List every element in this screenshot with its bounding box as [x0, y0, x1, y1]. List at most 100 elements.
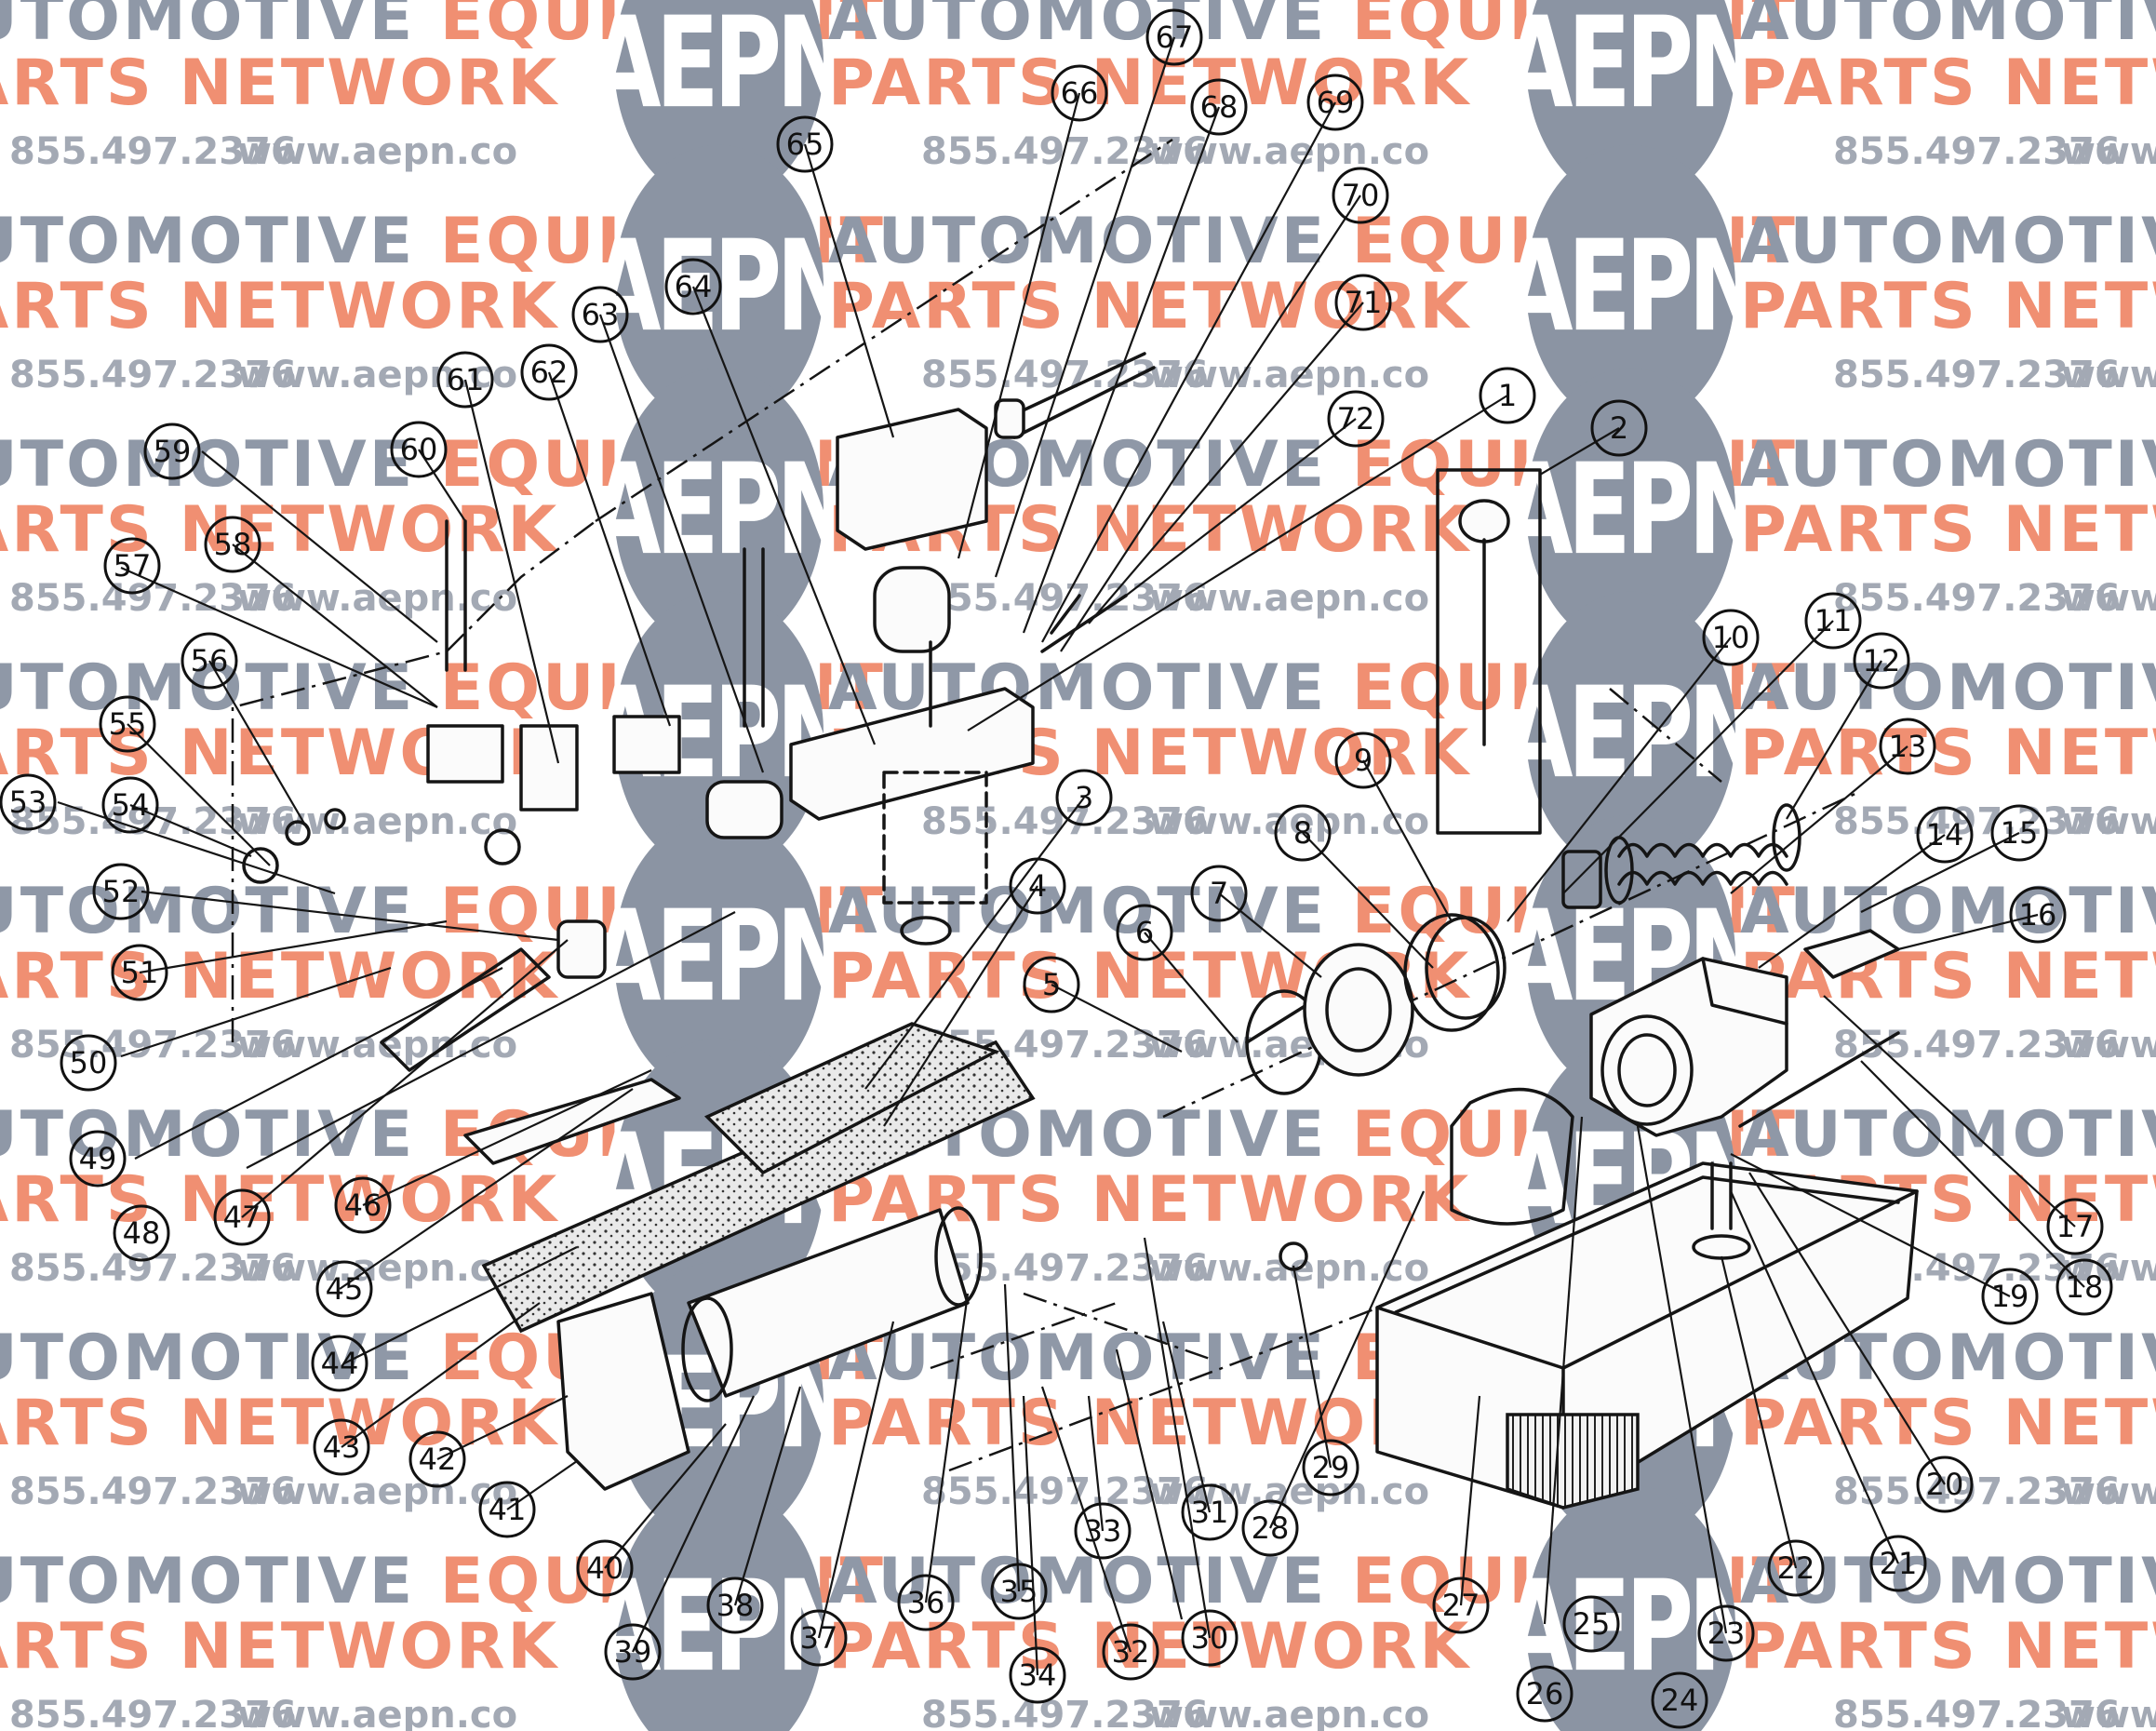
callout-number: 65 [786, 127, 824, 162]
watermark-parts-network: PARTS NETWORK [1740, 1610, 2156, 1684]
watermark-phone: 855.497.2376 [1833, 577, 2121, 620]
callout-circle [520, 343, 578, 401]
callout-circle [776, 115, 834, 173]
callout-number: 31 [1191, 1495, 1229, 1530]
callout-number: 10 [1712, 620, 1750, 655]
callout-circle [1241, 1499, 1299, 1557]
watermark-automotive: AUTOMOTIVE [828, 1322, 1328, 1395]
callout-circle [1102, 1623, 1159, 1681]
watermark-automotive: AUTOMOTIVE [0, 428, 416, 502]
callout-68: 68 [1190, 78, 1248, 136]
callout-number: 11 [1815, 603, 1853, 638]
callout-number: 3 [1075, 780, 1093, 815]
callout-number: 37 [800, 1620, 838, 1656]
callout-28: 28 [1241, 1499, 1299, 1557]
watermark-phone: 855.497.2376 [9, 1694, 297, 1731]
callout-number: 15 [2001, 815, 2039, 851]
callout-circle [664, 258, 722, 315]
callout-61: 61 [436, 351, 494, 409]
callout-number: 64 [675, 269, 713, 304]
callout-number: 42 [419, 1442, 457, 1477]
callout-circle [1869, 1535, 1927, 1592]
callout-39: 39 [604, 1623, 662, 1681]
watermark-parts-network: PARTS NETWORK [0, 1610, 560, 1684]
callout-number: 38 [716, 1588, 755, 1623]
callout-circle [1116, 904, 1173, 961]
callout-67: 67 [1145, 8, 1203, 66]
callout-circle [1916, 1456, 1974, 1513]
watermark-automotive: AUTOMOTIVE [1740, 1545, 2156, 1618]
watermark-title: AUTOMOTIVE EQUIPMENT [1740, 205, 2156, 278]
watermark-phone: 855.497.2376 [9, 1247, 297, 1290]
watermark-automotive: AUTOMOTIVE [1740, 0, 2156, 55]
leader-lines [57, 36, 2085, 1676]
callout-number: 67 [1156, 20, 1194, 55]
callout-number: 2 [1610, 410, 1628, 446]
callout-number: 57 [114, 548, 152, 584]
callout-number: 18 [2066, 1269, 2104, 1305]
watermark-automotive: AUTOMOTIVE [1740, 205, 2156, 278]
watermark-website: www.aepn.co [237, 1470, 518, 1513]
callout-6: 6 [1116, 904, 1173, 961]
callout-circle [408, 1430, 466, 1488]
callout-circle [2009, 886, 2067, 944]
callout-40: 40 [576, 1539, 634, 1597]
callout-58: 58 [204, 516, 261, 573]
callout-33: 33 [1074, 1502, 1132, 1560]
callout-number: 36 [907, 1585, 945, 1620]
callout-number: 49 [79, 1141, 117, 1176]
watermark-parts-network: PARTS NETWORK [0, 940, 560, 1013]
watermark-automotive: AUTOMOTIVE [0, 1322, 416, 1395]
callout-circle [113, 1204, 170, 1262]
callout-circle [604, 1623, 662, 1681]
callout-2: 2 [1590, 399, 1648, 457]
callout-number: 56 [191, 643, 229, 678]
callout-23: 23 [1697, 1604, 1755, 1662]
watermark-phone: 855.497.2376 [921, 1247, 1209, 1290]
callout-59: 59 [143, 423, 201, 480]
callout-number: 23 [1707, 1616, 1746, 1651]
callout-30: 30 [1181, 1609, 1239, 1667]
callout-circle [1302, 1439, 1359, 1496]
tank-gasket [1450, 1087, 1574, 1226]
callout-circle [1516, 1665, 1573, 1723]
callout-circle [790, 1609, 848, 1667]
watermark-phone: 855.497.2376 [1833, 800, 2121, 843]
callout-circle [436, 351, 494, 409]
callout-11: 11 [1804, 592, 1862, 650]
callout-21: 21 [1869, 1535, 1927, 1592]
left-fittings [242, 519, 783, 1072]
callout-circle [1334, 731, 1392, 789]
callout-14: 14 [1916, 806, 1974, 864]
watermark-website: www.aepn.co [1149, 1470, 1430, 1513]
watermark-phone: 855.497.2376 [9, 1470, 297, 1513]
watermark-parts-network: PARTS NETWORK [828, 270, 1472, 343]
callout-10: 10 [1702, 609, 1760, 666]
callout-35: 35 [990, 1563, 1048, 1620]
callout-number: 4 [1028, 868, 1047, 904]
callout-circle [92, 863, 150, 920]
callout-circle [1327, 390, 1385, 448]
watermark-automotive: AUTOMOTIVE [828, 0, 1328, 55]
callout-number: 26 [1526, 1676, 1564, 1711]
callout-44: 44 [311, 1335, 368, 1392]
callout-31: 31 [1181, 1483, 1239, 1541]
callout-circle [213, 1188, 271, 1246]
callout-circle [2056, 1258, 2113, 1316]
callout-number: 33 [1084, 1513, 1122, 1549]
callout-18: 18 [2056, 1258, 2113, 1316]
callout-26: 26 [1516, 1665, 1573, 1723]
callout-circle [1190, 78, 1248, 136]
motor [556, 1206, 983, 1491]
callout-number: 47 [223, 1200, 261, 1235]
callout-circle [1145, 8, 1203, 66]
callout-20: 20 [1916, 1456, 1974, 1513]
callout-circle [990, 1563, 1048, 1620]
callout-circle [311, 1335, 368, 1392]
callout-57: 57 [103, 537, 161, 595]
aepn-logo: AEPN [589, 144, 854, 428]
watermark-parts-network: PARTS NETWORK [1740, 270, 2156, 343]
callout-number: 61 [447, 362, 485, 397]
watermark-parts-network: PARTS NETWORK [1740, 1387, 2156, 1460]
callout-41: 41 [478, 1481, 536, 1538]
